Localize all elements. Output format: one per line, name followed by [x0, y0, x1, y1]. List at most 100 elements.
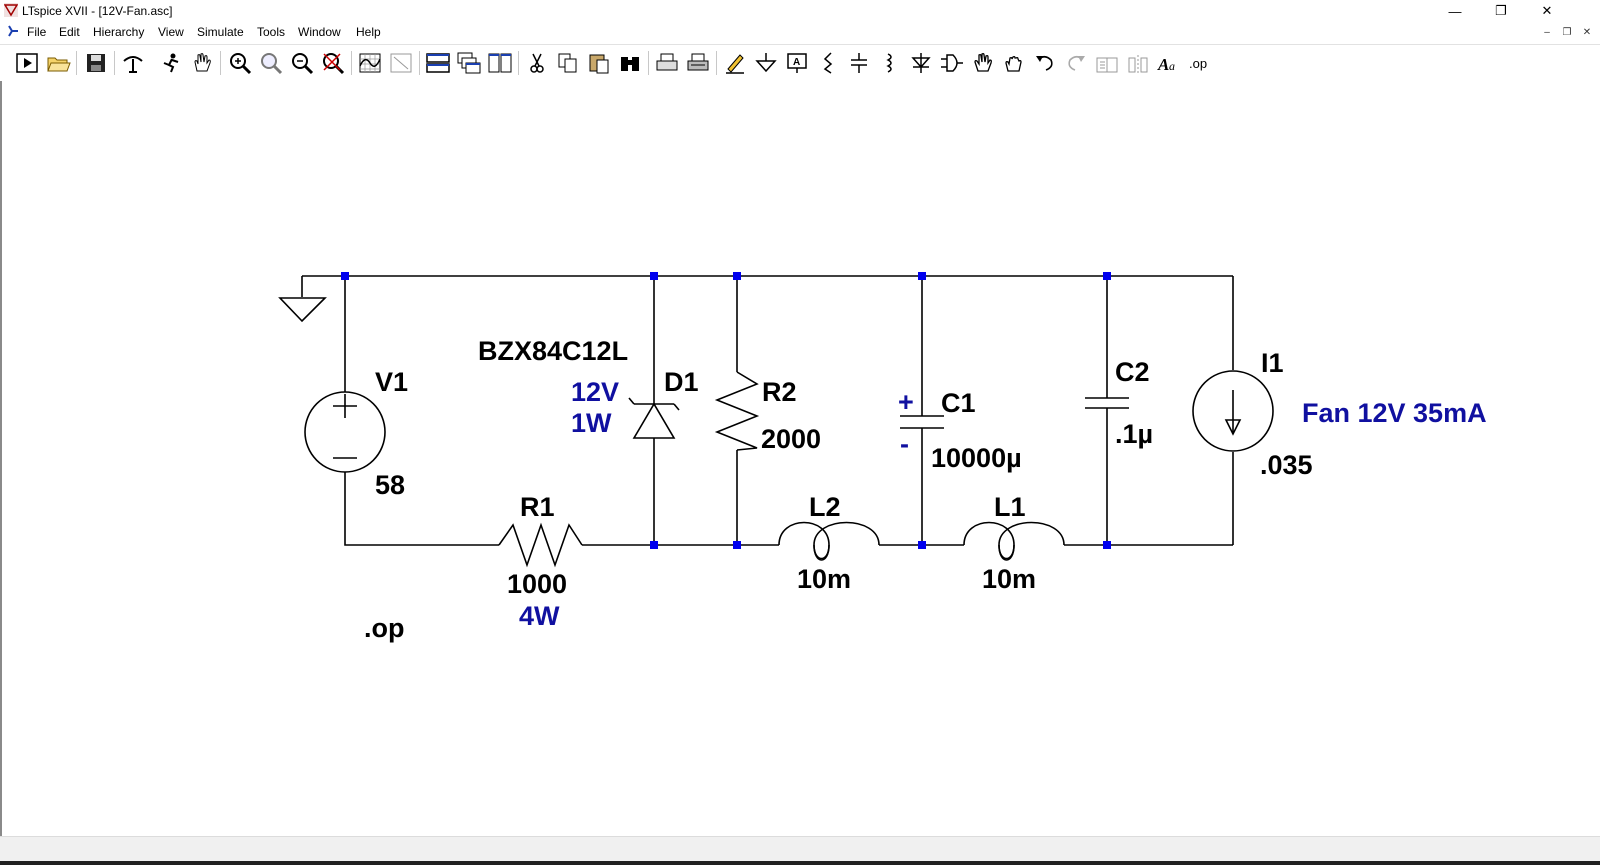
menu-tools[interactable]: Tools: [257, 25, 286, 39]
menu-view[interactable]: View: [158, 25, 184, 39]
r2-resistor: [714, 371, 760, 451]
menu-bar: File Edit Hierarchy View Simulate Tools …: [0, 22, 1600, 42]
c1-capacitor: [900, 415, 944, 429]
r1-resistor: [498, 522, 583, 568]
l2-value[interactable]: 10m: [797, 564, 851, 594]
copy-icon[interactable]: [555, 51, 581, 75]
drag-hand-icon[interactable]: [1001, 51, 1027, 75]
op-directive[interactable]: .op: [364, 613, 405, 643]
component-icon[interactable]: [939, 51, 965, 75]
mdi-close-button[interactable]: ✕: [1582, 26, 1592, 38]
d1-zener-diode: [628, 397, 680, 439]
menu-edit[interactable]: Edit: [59, 25, 80, 39]
zoom-area-icon[interactable]: [258, 51, 284, 75]
i1-name[interactable]: I1: [1261, 348, 1284, 378]
r1-name[interactable]: R1: [520, 492, 555, 522]
label-net-icon[interactable]: A: [784, 51, 810, 75]
waveform-autorange-icon[interactable]: [388, 51, 414, 75]
resistor-icon[interactable]: [815, 51, 841, 75]
taskbar-edge: [0, 861, 1600, 865]
mdi-restore-button[interactable]: ❐: [1562, 26, 1572, 38]
menu-hierarchy[interactable]: Hierarchy: [93, 25, 145, 39]
waveform-icon[interactable]: [357, 51, 383, 75]
find-binoculars-icon[interactable]: [617, 51, 643, 75]
r2-value[interactable]: 2000: [761, 424, 821, 454]
svg-text:a: a: [1169, 59, 1175, 73]
menu-window[interactable]: Window: [298, 25, 341, 39]
control-panel-icon[interactable]: [120, 51, 146, 75]
schematic-doc-icon[interactable]: [6, 24, 20, 38]
c1-value[interactable]: 10000µ: [931, 443, 1022, 473]
ground-symbol: [278, 297, 327, 323]
tile-horizontal-icon[interactable]: [425, 51, 451, 75]
open-icon[interactable]: [45, 51, 71, 75]
svg-text:.op: .op: [1189, 56, 1207, 71]
c2-capacitor: [1085, 397, 1129, 409]
diode-icon[interactable]: [908, 51, 934, 75]
minimize-button[interactable]: —: [1448, 3, 1462, 19]
undo-icon[interactable]: [1032, 51, 1058, 75]
paste-icon[interactable]: [586, 51, 612, 75]
ltspice-logo-icon: [4, 3, 18, 17]
r1-power-comment[interactable]: 4W: [519, 601, 560, 631]
r2-name[interactable]: R2: [762, 377, 797, 407]
c2-value[interactable]: .1µ: [1115, 419, 1153, 449]
mdi-minimize-button[interactable]: –: [1544, 26, 1550, 38]
junction-nodes: [341, 272, 1111, 549]
move-hand-icon[interactable]: [970, 51, 996, 75]
c2-name[interactable]: C2: [1115, 357, 1150, 387]
l2-name[interactable]: L2: [809, 492, 841, 522]
l1-name[interactable]: L1: [994, 492, 1026, 522]
l1-value[interactable]: 10m: [982, 564, 1036, 594]
l2-inductor-inner: [813, 544, 830, 560]
ground-icon[interactable]: [753, 51, 779, 75]
l1-inductor: [963, 521, 1065, 561]
zoom-in-icon[interactable]: [227, 51, 253, 75]
i1-value[interactable]: .035: [1260, 450, 1313, 480]
spice-directive-icon[interactable]: .op: [1187, 51, 1213, 75]
pause-run-icon[interactable]: [158, 51, 184, 75]
l2-inductor: [778, 521, 880, 561]
rotate-icon[interactable]: [1094, 51, 1120, 75]
d1-model[interactable]: BZX84C12L: [478, 336, 628, 366]
v1-name[interactable]: V1: [375, 367, 408, 397]
redo-icon[interactable]: [1063, 51, 1089, 75]
c1-name[interactable]: C1: [941, 388, 976, 418]
wire-pencil-icon[interactable]: [722, 51, 748, 75]
title-bar: LTspice XVII - [12V-Fan.asc] — ❐ ✕: [0, 0, 1600, 23]
print-preview-icon[interactable]: [685, 51, 711, 75]
inductor-icon[interactable]: [877, 51, 903, 75]
r1-value[interactable]: 1000: [507, 569, 567, 599]
save-icon[interactable]: [83, 51, 109, 75]
tile-vertical-icon[interactable]: [487, 51, 513, 75]
d1-name[interactable]: D1: [664, 367, 699, 397]
capacitor-icon[interactable]: [846, 51, 872, 75]
schematic-canvas[interactable]: V1 58 BZX84C12L D1 12V 1W R2 2000 R1 100…: [0, 81, 1600, 836]
menu-simulate[interactable]: Simulate: [197, 25, 244, 39]
v1-bottom-wire: [344, 472, 499, 546]
c1-plus-sign: +: [898, 387, 914, 417]
svg-text:A: A: [793, 57, 800, 68]
restore-button[interactable]: ❐: [1495, 3, 1507, 18]
zoom-out-icon[interactable]: [289, 51, 315, 75]
schematic-drawing: V1 58 BZX84C12L D1 12V 1W R2 2000 R1 100…: [278, 272, 1487, 643]
close-button[interactable]: ✕: [1541, 3, 1553, 18]
run-icon[interactable]: [14, 51, 40, 75]
i1-current-source: [1192, 370, 1274, 452]
mirror-icon[interactable]: [1125, 51, 1151, 75]
pan-hand-icon[interactable]: [189, 51, 215, 75]
d1-power-comment[interactable]: 1W: [571, 408, 612, 438]
d1-voltage-comment[interactable]: 12V: [571, 377, 619, 407]
i1-comment[interactable]: Fan 12V 35mA: [1302, 398, 1487, 428]
wires: [301, 275, 1234, 546]
cut-icon[interactable]: [524, 51, 550, 75]
print-icon[interactable]: [654, 51, 680, 75]
zoom-fit-icon[interactable]: [320, 51, 346, 75]
menu-help[interactable]: Help: [356, 25, 381, 39]
v1-value[interactable]: 58: [375, 470, 405, 500]
cascade-icon[interactable]: [456, 51, 482, 75]
status-bar: [0, 836, 1600, 865]
c1-minus-sign: -: [900, 429, 909, 459]
menu-file[interactable]: File: [27, 25, 47, 39]
